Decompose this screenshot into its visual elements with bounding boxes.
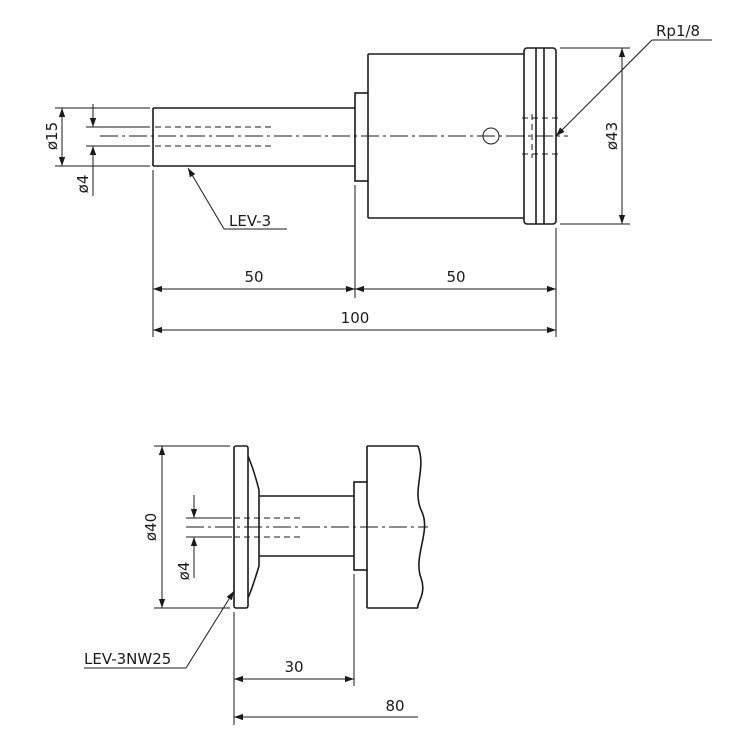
dim-50-right-label: 50	[446, 268, 465, 286]
dim-dia15-label: ø15	[43, 122, 61, 150]
leader-rp: Rp1/8	[555, 22, 712, 137]
dim-dia4-bottom-label: ø4	[175, 562, 193, 581]
leader-lev3: LEV-3	[187, 167, 287, 230]
top-shaft	[152, 107, 355, 167]
dim-80-label: 80	[385, 697, 404, 715]
dim-30-label: 30	[284, 658, 303, 676]
dim-dia40-label: ø40	[142, 513, 160, 541]
leader-lev3nw25: LEV-3NW25	[84, 590, 235, 669]
dim-dia43: ø43	[560, 47, 630, 225]
top-view: ø15 ø4 ø43 LEV-3 Rp1/8	[43, 22, 712, 337]
bottom-body	[366, 445, 426, 609]
dim-100-label: 100	[341, 309, 370, 327]
bottom-flange	[353, 481, 368, 571]
dim-dia4-top-label: ø4	[74, 175, 92, 194]
leader-rp-label: Rp1/8	[656, 22, 700, 40]
top-flange	[354, 92, 369, 182]
top-body	[367, 53, 524, 219]
bottom-shaft	[234, 495, 354, 557]
dim-dia4-top: ø4	[74, 104, 150, 196]
dim-dia40: ø40	[142, 445, 230, 609]
dim-dia4-bottom: ø4	[175, 495, 232, 580]
leader-lev3nw25-label: LEV-3NW25	[84, 650, 171, 668]
dim-50-left-label: 50	[244, 268, 263, 286]
leader-lev3-label: LEV-3	[229, 212, 271, 230]
dim-dia15: ø15	[43, 107, 150, 167]
dim-lengths-bottom: 30 80	[233, 574, 418, 725]
dim-dia43-label: ø43	[603, 122, 621, 150]
bottom-view: ø40 ø4 LEV-3NW25 30 80	[84, 445, 428, 725]
dim-lengths-top: 50 50 100	[152, 170, 557, 337]
